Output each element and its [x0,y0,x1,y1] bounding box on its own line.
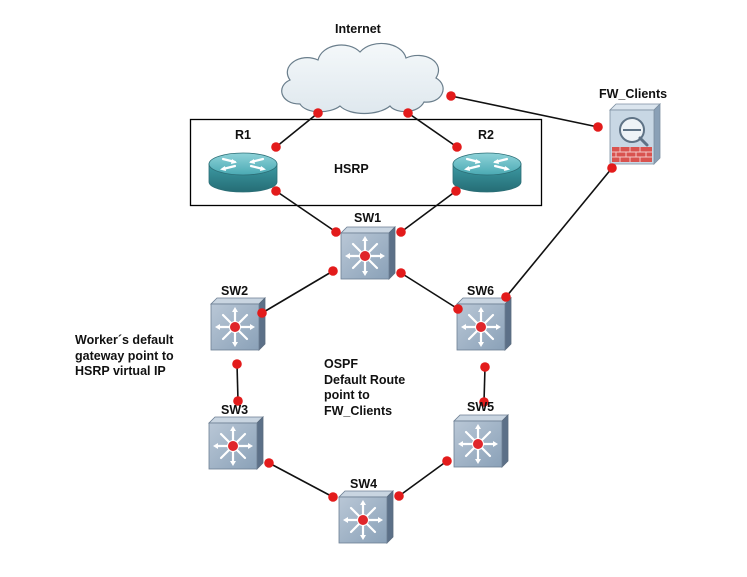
sw4-label: SW4 [350,477,378,491]
r2-router-icon [451,151,523,194]
sw5-switch-icon [452,413,510,469]
fw-clients-label: FW_Clients [599,87,668,101]
port-internet-to-r1 [313,108,323,118]
worker-note-line-1: Worker´s default [75,333,174,347]
port-r1-to-internet [271,142,281,152]
port-sw1-to-r2 [396,227,406,237]
ospf-note-line-3: point to [324,388,370,402]
link-internet-fw [450,95,599,128]
r2-label: R2 [478,128,494,142]
port-sw4-to-sw3 [328,492,338,502]
internet-label: Internet [335,22,381,36]
port-internet-to-fw [446,91,456,101]
ospf-note-line-2: Default Route [324,372,406,387]
ospf-note-line-4: FW_Clients [324,403,393,418]
sw1-switch-icon [339,225,397,281]
r1-label: R1 [235,128,251,142]
port-internet-to-r2 [403,108,413,118]
port-sw1-to-sw6 [396,268,406,278]
hsrp-group-box [189,118,543,207]
worker-gateway-note: Worker´s default gateway point to HSRP v… [75,333,174,380]
sw6-switch-icon [455,296,513,352]
link-r1-sw1 [275,190,337,233]
sw5-label: SW5 [467,400,495,414]
ospf-note: OSPF Default Route point to FW_Clients [324,357,405,419]
port-sw6-to-sw1 [453,304,463,314]
worker-note-line-2: gateway point to [75,348,174,363]
link-internet-r1 [275,112,319,148]
link-internet-r2 [407,112,458,148]
port-sw6-to-sw5 [479,397,489,407]
r1-router-icon [207,151,279,194]
worker-note-line-3: HSRP virtual IP [75,364,166,378]
icons-layer [207,42,661,545]
port-sw3-to-sw2 [233,396,243,406]
port-sw5-to-sw4 [442,456,452,466]
port-r1-to-sw1 [271,186,281,196]
link-sw5-sw6 [483,366,486,403]
port-sw2-to-sw1 [257,308,267,318]
sw3-switch-icon [207,415,265,471]
ports-layer [232,91,617,502]
link-sw2-sw3 [236,363,239,402]
hsrp-label: HSRP [334,162,369,176]
port-sw1-to-r1 [331,227,341,237]
link-sw6-fw [505,167,613,298]
port-sw5-to-sw6 [480,362,490,372]
fw-clients-firewall-icon [609,103,661,165]
port-fw-to-sw6 [607,163,617,173]
link-sw1-sw2 [261,270,334,314]
internet-cloud-icon [281,42,444,115]
link-sw4-sw5 [398,460,448,497]
port-r2-to-sw1 [451,186,461,196]
sw6-label: SW6 [467,284,495,298]
port-r2-to-internet [452,142,462,152]
sw3-label: SW3 [221,403,249,417]
links-layer [189,95,613,498]
port-sw2-to-sw3 [232,359,242,369]
port-fw-to-internet [593,122,603,132]
link-sw1-sw6 [400,272,459,310]
link-r2-sw1 [400,190,457,233]
port-sw6-to-fw [501,292,511,302]
sw2-switch-icon [209,296,267,352]
sw1-label: SW1 [354,211,382,225]
port-sw4-to-sw5 [394,491,404,501]
ospf-note-line-1: OSPF [324,357,359,371]
port-sw3-to-sw4 [264,458,274,468]
sw2-label: SW2 [221,284,249,298]
link-sw3-sw4 [268,462,334,498]
sw4-switch-icon [337,489,395,545]
port-sw1-to-sw2 [328,266,338,276]
